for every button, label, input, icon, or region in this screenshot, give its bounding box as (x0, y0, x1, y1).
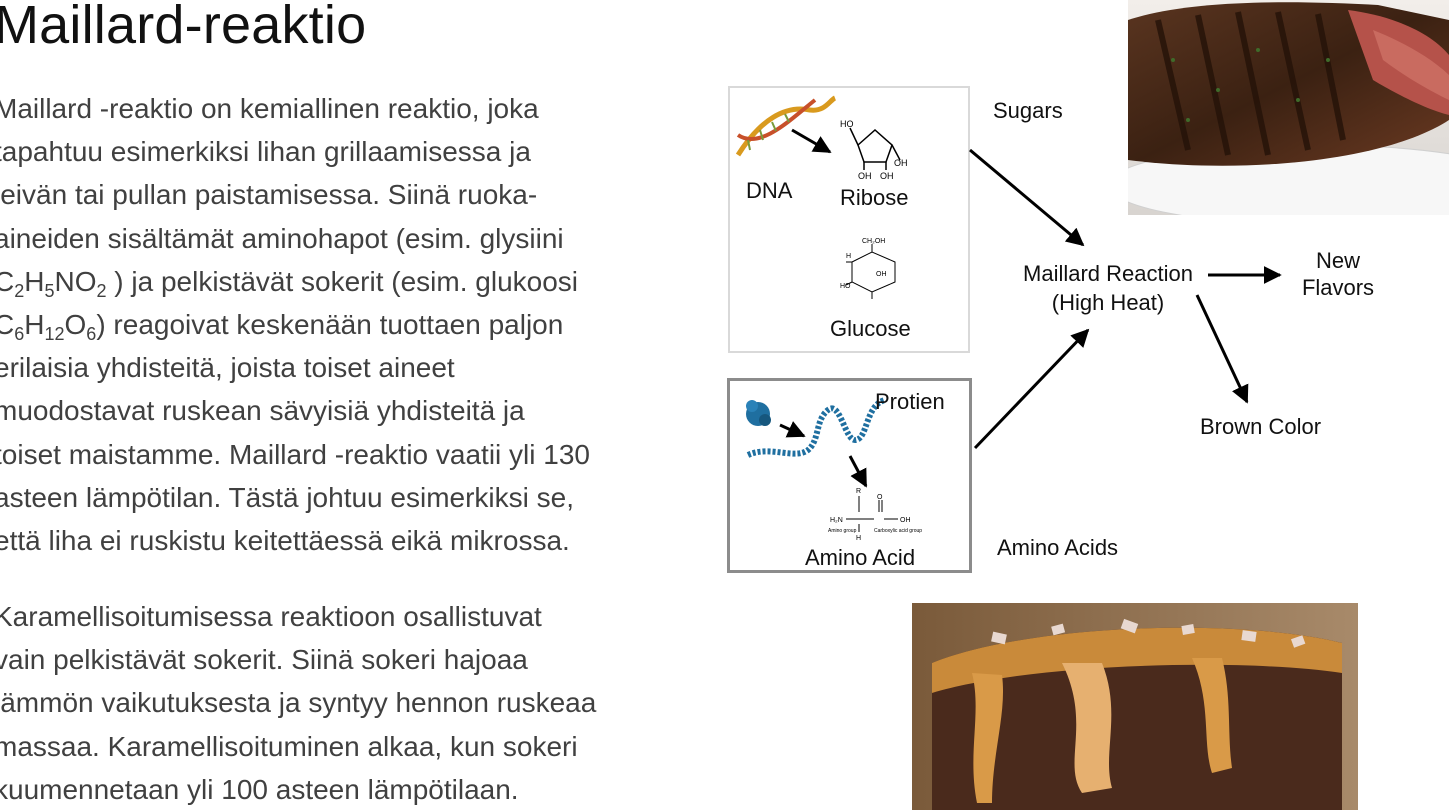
glucose-label: Glucose (830, 316, 911, 341)
maillard-reaction-line: Maillard Reaction (1023, 261, 1193, 286)
formula-part: C (0, 265, 15, 297)
dna-label: DNA (746, 178, 793, 203)
maillard-reaction-label: Maillard Reaction (High Heat) (1008, 261, 1208, 316)
text-line: aineiden sisältämät aminohapot (esim. gl… (0, 222, 564, 254)
cake-photo (912, 603, 1358, 810)
text-line: asteen lämpötilan. Tästä johtuu esimerki… (0, 481, 574, 513)
formula-text: ) ja pelkistävät sokerit (esim. glukoosi (106, 265, 579, 297)
text-line: Maillard -reaktio on kemiallinen reaktio… (0, 93, 539, 124)
sugars-to-reaction-arrow (969, 148, 1085, 247)
formula-part: NO (54, 265, 97, 297)
page-title: Maillard-reaktio (0, 0, 367, 55)
text-line: että liha ei ruskistu keitettäessä eikä … (0, 525, 570, 557)
text-line: massaa. Karamellisoituminen alkaa, kun s… (0, 730, 578, 762)
steak-photo (1128, 0, 1449, 215)
formula-part: C (0, 309, 15, 341)
protien-label: Protien (875, 389, 945, 414)
text-line-glucose-formula: C6H12O6) reagoivat keskenään tuottaen pa… (0, 303, 694, 346)
text-line: tapahtuu esimerkiksi lihan grillaamisess… (0, 136, 531, 168)
aminoacids-to-reaction-arrow (973, 328, 1090, 450)
text-line: leivän tai pullan paistamisessa. Siinä r… (0, 179, 538, 211)
cake-image (912, 603, 1358, 810)
text-line-glycine-formula: C2H5NO2 ) ja pelkistävät sokerit (esim. … (0, 260, 694, 303)
formula-part: O (64, 309, 87, 341)
formula-subscript: 6 (14, 324, 25, 345)
brown-color-label: Brown Color (1200, 414, 1322, 439)
text-line: Karamellisoitumisessa reaktioon osallist… (0, 601, 542, 632)
ribose-label: Ribose (840, 185, 909, 210)
formula-subscript: 2 (14, 280, 25, 301)
text-line: erilaisia yhdisteitä, joista toiset aine… (0, 352, 455, 384)
amino-acid-label: Amino Acid (805, 545, 916, 570)
sugars-panel (728, 86, 970, 353)
formula-subscript: 6 (86, 324, 97, 345)
formula-part: H (24, 265, 45, 297)
new-flavors-label: New Flavors (1288, 247, 1388, 301)
new-flavors-line: New (1315, 248, 1360, 273)
formula-subscript: 2 (96, 280, 107, 301)
formula-text: ) reagoivat keskenään tuottaen paljon (96, 309, 564, 341)
text-line: kuumennetaan yli 100 asteen lämpötilaan. (0, 773, 519, 805)
paragraph-maillard: Maillard -reaktio on kemiallinen reaktio… (0, 87, 694, 562)
sugars-label: Sugars (993, 98, 1063, 123)
formula-part: H (24, 309, 45, 341)
high-heat-line: (High Heat) (1051, 290, 1165, 315)
new-flavors-line: Flavors (1301, 275, 1375, 300)
paragraph-caramelization: Karamellisoitumisessa reaktioon osallist… (0, 595, 694, 811)
text-line: toiset maistamme. Maillard -reaktio vaat… (0, 438, 590, 470)
text-line: lämmön vaikutuksesta ja syntyy hennon ru… (0, 687, 597, 719)
steak-image (1128, 0, 1449, 215)
text-line: muodostavat ruskean sävyisiä yhdisteitä … (0, 395, 525, 427)
formula-subscript: 5 (44, 280, 55, 301)
text-line: vain pelkistävät sokerit. Siinä sokeri h… (0, 644, 528, 676)
amino-acids-label: Amino Acids (997, 535, 1119, 560)
formula-subscript: 12 (44, 324, 65, 345)
